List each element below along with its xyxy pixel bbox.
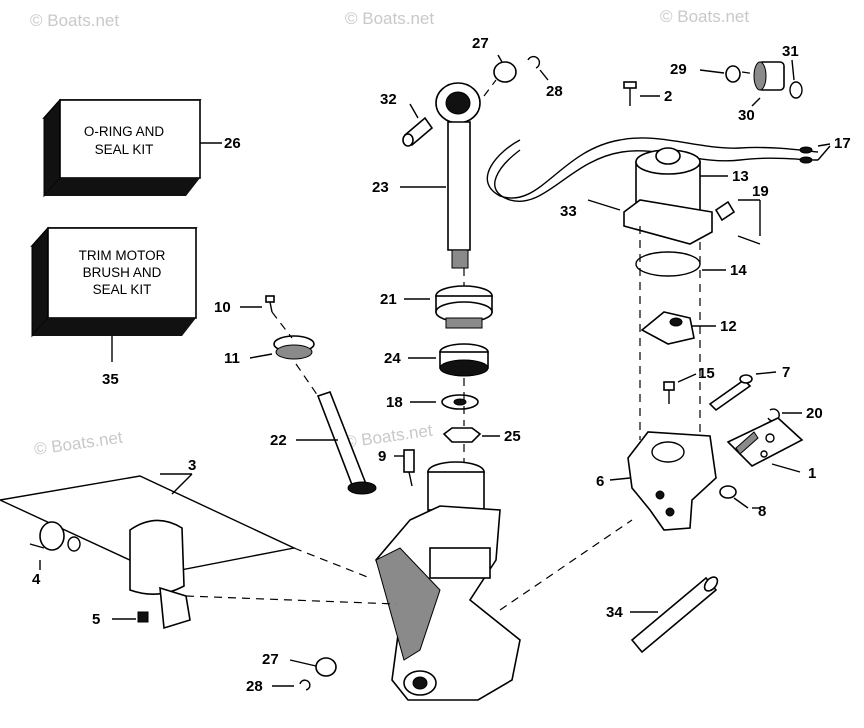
screw-8: 8 — [719, 485, 766, 520]
fitting-9: 9 — [378, 448, 415, 487]
gasket-1: 1 — [726, 417, 816, 482]
clip-20: 20 — [767, 405, 823, 422]
motor-fitting: 29 30 31 — [670, 43, 803, 124]
callout-17: 17 — [834, 135, 851, 152]
seal-kit-line1: O-RING AND — [84, 124, 165, 139]
callout-23: 23 — [372, 179, 389, 196]
callout-18: 18 — [386, 394, 403, 411]
callout-24: 24 — [384, 350, 401, 367]
callout-33: 33 — [560, 203, 577, 220]
watermark: © Boats.net — [345, 9, 434, 28]
callout-10: 10 — [214, 299, 231, 316]
watermark: © Boats.net — [30, 11, 119, 30]
brush-kit-line1: TRIM MOTOR — [79, 248, 166, 263]
callout-27: 27 — [472, 35, 489, 52]
bushing-top: 27 28 — [472, 35, 563, 100]
center-stack: 21 24 18 25 — [380, 285, 521, 445]
assembly-lines — [185, 71, 757, 611]
callout-30: 30 — [738, 107, 755, 124]
callout-12: 12 — [720, 318, 737, 335]
pin-34: 34 — [606, 576, 719, 654]
callout-28: 28 — [246, 678, 263, 695]
callout-31: 31 — [782, 43, 799, 60]
tube-assembly: 10 11 22 — [214, 295, 377, 495]
pin-part: 32 — [380, 91, 434, 147]
callout-14: 14 — [730, 262, 747, 279]
callout-27: 27 — [262, 651, 279, 668]
callout-8: 8 — [758, 503, 766, 520]
brush-kit-line3: SEAL KIT — [93, 282, 152, 297]
callout-9: 9 — [378, 448, 386, 465]
screws-15-7: 15 7 — [663, 364, 790, 412]
trim-housing — [375, 461, 521, 701]
callout-6: 6 — [596, 473, 604, 490]
callout-15: 15 — [698, 365, 715, 382]
callout-29: 29 — [670, 61, 687, 78]
callout-26: 26 — [224, 135, 241, 152]
clip-19: 19 — [714, 183, 769, 245]
o-ring-14: 14 — [635, 251, 747, 279]
callout-11: 11 — [224, 350, 240, 367]
seal-kit-box: O-RING AND SEAL KIT 26 — [42, 98, 241, 198]
watermark: © Boats.net — [660, 7, 749, 26]
callout-20: 20 — [806, 405, 823, 422]
callout-35: 35 — [102, 371, 119, 388]
reservoir-3: 3 4 5 — [0, 457, 297, 630]
callout-3: 3 — [188, 457, 196, 474]
callout-19: 19 — [752, 183, 769, 200]
trim-rod-part: 23 — [372, 82, 481, 269]
callout-32: 32 — [380, 91, 397, 108]
valve-body-6: 6 — [596, 431, 717, 531]
callout-5: 5 — [92, 611, 100, 628]
brush-kit-box: TRIM MOTOR BRUSH AND SEAL KIT 35 — [30, 226, 198, 388]
callout-28: 28 — [546, 83, 563, 100]
callout-21: 21 — [380, 291, 397, 308]
callout-4: 4 — [32, 571, 41, 588]
callout-25: 25 — [504, 428, 521, 445]
screw-2: 2 — [623, 81, 672, 106]
callout-34: 34 — [606, 604, 623, 621]
callout-13: 13 — [732, 168, 749, 185]
callout-7: 7 — [782, 364, 790, 381]
callout-1: 1 — [808, 465, 816, 482]
cover-12: 12 — [640, 311, 737, 345]
watermark: © Boats.net — [343, 421, 434, 452]
watermark: © Boats.net — [33, 428, 124, 459]
callout-22: 22 — [270, 432, 287, 449]
bushing-bottom: 27 28 — [246, 651, 337, 695]
brush-kit-line2: BRUSH AND — [83, 265, 162, 280]
trim-motor: 17 13 33 — [486, 135, 851, 245]
seal-kit-line2: SEAL KIT — [95, 142, 154, 157]
callout-2: 2 — [664, 88, 672, 105]
